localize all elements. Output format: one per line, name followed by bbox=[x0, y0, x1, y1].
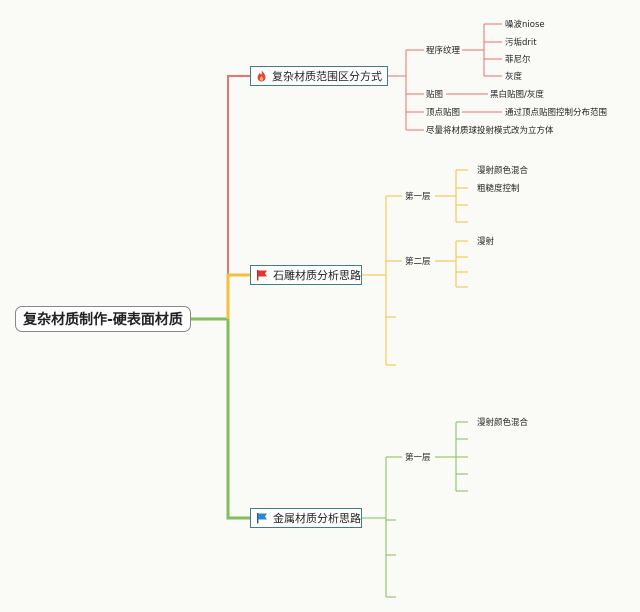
leaf-diffuse[interactable]: 漫射 bbox=[477, 237, 495, 247]
flame-icon bbox=[256, 70, 267, 82]
leaf-fresnel[interactable]: 菲尼尔 bbox=[505, 55, 531, 65]
branch-topic-1[interactable]: 复杂材质范围区分方式 bbox=[250, 66, 388, 86]
branch-topic-3-label: 金属材质分析思路 bbox=[273, 512, 361, 525]
trunk-green bbox=[226, 319, 250, 520]
subtopic-procedural-texture[interactable]: 程序纹理 bbox=[426, 46, 461, 56]
blue-flag-icon bbox=[256, 512, 268, 524]
leaf-dirt[interactable]: 污垢drit bbox=[505, 38, 537, 48]
trunk-red bbox=[227, 75, 250, 319]
subtopic-cube-projection[interactable]: 尽量将材质球投射模式改为立方体 bbox=[426, 126, 554, 136]
trunk-yellow bbox=[226, 273, 250, 319]
subtopic-texture-map[interactable]: 贴图 bbox=[426, 90, 444, 100]
stone-layer-2[interactable]: 第二层 bbox=[405, 257, 431, 267]
branch-topic-1-label: 复杂材质范围区分方式 bbox=[272, 70, 382, 83]
branch-3-lines bbox=[362, 421, 468, 598]
subtopic-vertex-map[interactable]: 顶点贴图 bbox=[426, 108, 461, 118]
branch-topic-2-label: 石雕材质分析思路 bbox=[273, 269, 361, 282]
branch-topic-3[interactable]: 金属材质分析思路 bbox=[250, 508, 362, 528]
red-flag-icon bbox=[256, 269, 268, 281]
leaf-diffuse-blend[interactable]: 漫射颜色混合 bbox=[477, 166, 529, 176]
leaf-metal-diffuse-blend[interactable]: 漫射颜色混合 bbox=[477, 418, 529, 428]
leaf-grayscale[interactable]: 灰度 bbox=[505, 72, 523, 82]
leaf-bw-map[interactable]: 黑白贴图/灰度 bbox=[490, 90, 544, 100]
root-topic[interactable]: 复杂材质制作-硬表面材质 bbox=[15, 306, 191, 332]
leaf-roughness-control[interactable]: 粗糙度控制 bbox=[477, 184, 520, 194]
branch-topic-2[interactable]: 石雕材质分析思路 bbox=[250, 265, 362, 285]
branch-1-lines bbox=[388, 23, 502, 131]
metal-layer-1[interactable]: 第一层 bbox=[405, 453, 431, 463]
stone-layer-1[interactable]: 第一层 bbox=[405, 192, 431, 202]
leaf-noise[interactable]: 噪波niose bbox=[505, 20, 545, 30]
leaf-vertex-control[interactable]: 通过顶点贴图控制分布范围 bbox=[505, 108, 608, 118]
branch-2-lines bbox=[362, 169, 468, 366]
